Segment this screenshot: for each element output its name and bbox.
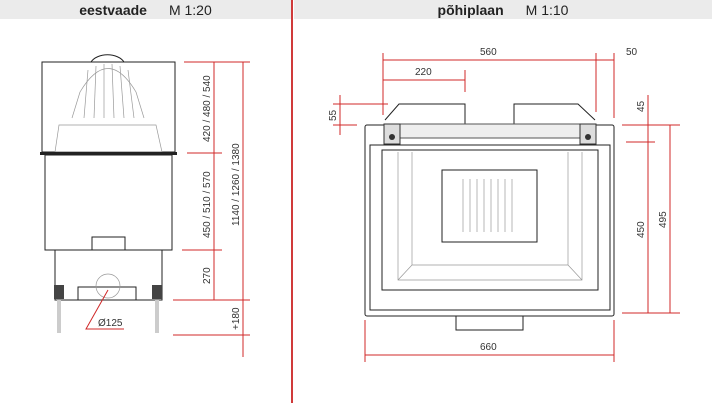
plan-view-title: põhiplaan [437, 1, 504, 18]
dim-flue-diameter: Ø125 [98, 318, 123, 329]
dim-plan-width-top: 560 [480, 47, 497, 58]
plan-view-dimensions [333, 53, 680, 362]
dim-front-bottom: 270 [202, 267, 213, 284]
front-view-title: eestvaade [79, 1, 147, 18]
dim-plan-side: 50 [626, 47, 638, 58]
dim-plan-inner-depth: 450 [636, 221, 647, 238]
front-view-scale: M 1:20 [168, 1, 212, 18]
front-view-drawing [40, 54, 177, 333]
dim-front-legs: +180 [231, 307, 242, 330]
front-view-header: eestvaade M 1:20 [0, 0, 291, 19]
dim-plan-right-top: 45 [636, 100, 647, 112]
view-divider [291, 0, 293, 403]
dim-plan-total-depth: 495 [658, 211, 669, 228]
plan-view-header: põhiplaan M 1:10 [294, 0, 712, 19]
dim-front-top: 420 / 480 / 540 [202, 75, 213, 142]
plan-view-drawing [364, 103, 615, 331]
plan-view-scale: M 1:10 [525, 1, 569, 18]
dim-front-total: 1140 / 1260 / 1380 [231, 143, 242, 226]
dim-front-middle: 450 / 510 / 570 [202, 171, 213, 238]
dim-plan-offset: 220 [415, 67, 432, 78]
dim-plan-left-depth: 55 [328, 109, 339, 121]
front-view-dimensions [85, 61, 250, 357]
dim-plan-width-total: 660 [480, 342, 497, 353]
